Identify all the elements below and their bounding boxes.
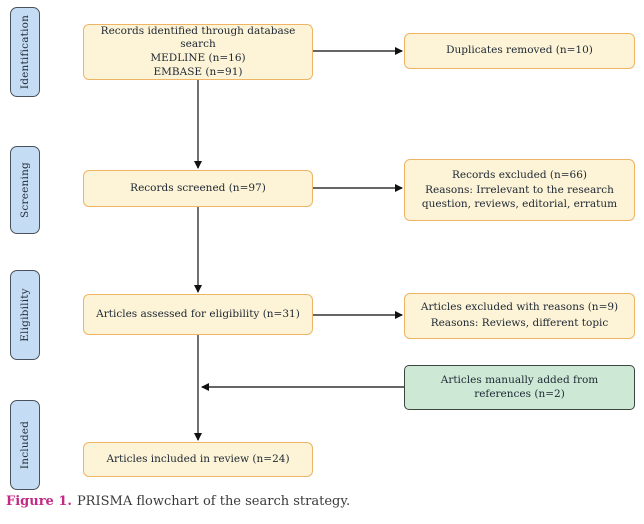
box-title: Records screened (n=97) xyxy=(130,181,266,194)
box-reasons: Reasons: Reviews, different topic xyxy=(430,317,609,329)
stage-label-text: Screening xyxy=(19,162,31,218)
box-title: Records identified through database sear… xyxy=(100,24,296,51)
stage-label-text: Included xyxy=(19,420,32,470)
box-subline-medline: MEDLINE (n=16) xyxy=(150,52,246,64)
stage-label-eligibility: Eligibility xyxy=(10,270,40,360)
box-articles-excluded: Articles excluded with reasons (n=9) Rea… xyxy=(404,293,635,339)
stage-label-screening: Screening xyxy=(10,146,40,234)
box-title: Records excluded (n=66) xyxy=(451,168,588,181)
box-reasons: Reasons: Irrelevant to the research ques… xyxy=(421,184,618,210)
box-title: Articles included in review (n=24) xyxy=(106,452,290,465)
box-articles-included: Articles included in review (n=24) xyxy=(83,442,313,477)
stage-label-included: Included xyxy=(10,400,40,490)
box-articles-assessed: Articles assessed for eligibility (n=31) xyxy=(83,294,313,335)
figure-caption-text: PRISMA flowchart of the search strategy. xyxy=(76,494,351,509)
box-records-identified: Records identified through database sear… xyxy=(83,24,313,80)
box-records-excluded: Records excluded (n=66) Reasons: Irrelev… xyxy=(404,159,635,221)
box-title: Duplicates removed (n=10) xyxy=(446,44,593,57)
stage-label-text: Eligibility xyxy=(19,288,32,342)
box-title: Articles assessed for eligibility (n=31) xyxy=(96,307,300,320)
box-manually-added: Articles manually added from references … xyxy=(404,365,635,410)
stage-label-text: Identification xyxy=(19,14,31,90)
box-subline-embase: EMBASE (n=91) xyxy=(153,65,243,78)
box-records-screened: Records screened (n=97) xyxy=(83,170,313,207)
box-duplicates-removed: Duplicates removed (n=10) xyxy=(404,33,635,69)
stage-label-identification: Identification xyxy=(10,7,40,97)
figure-caption-label: Figure 1. xyxy=(6,494,72,509)
box-title: Articles manually added from references … xyxy=(440,373,599,400)
box-title: Articles excluded with reasons (n=9) xyxy=(420,301,619,314)
figure-caption: Figure 1. PRISMA flowchart of the search … xyxy=(6,494,350,509)
